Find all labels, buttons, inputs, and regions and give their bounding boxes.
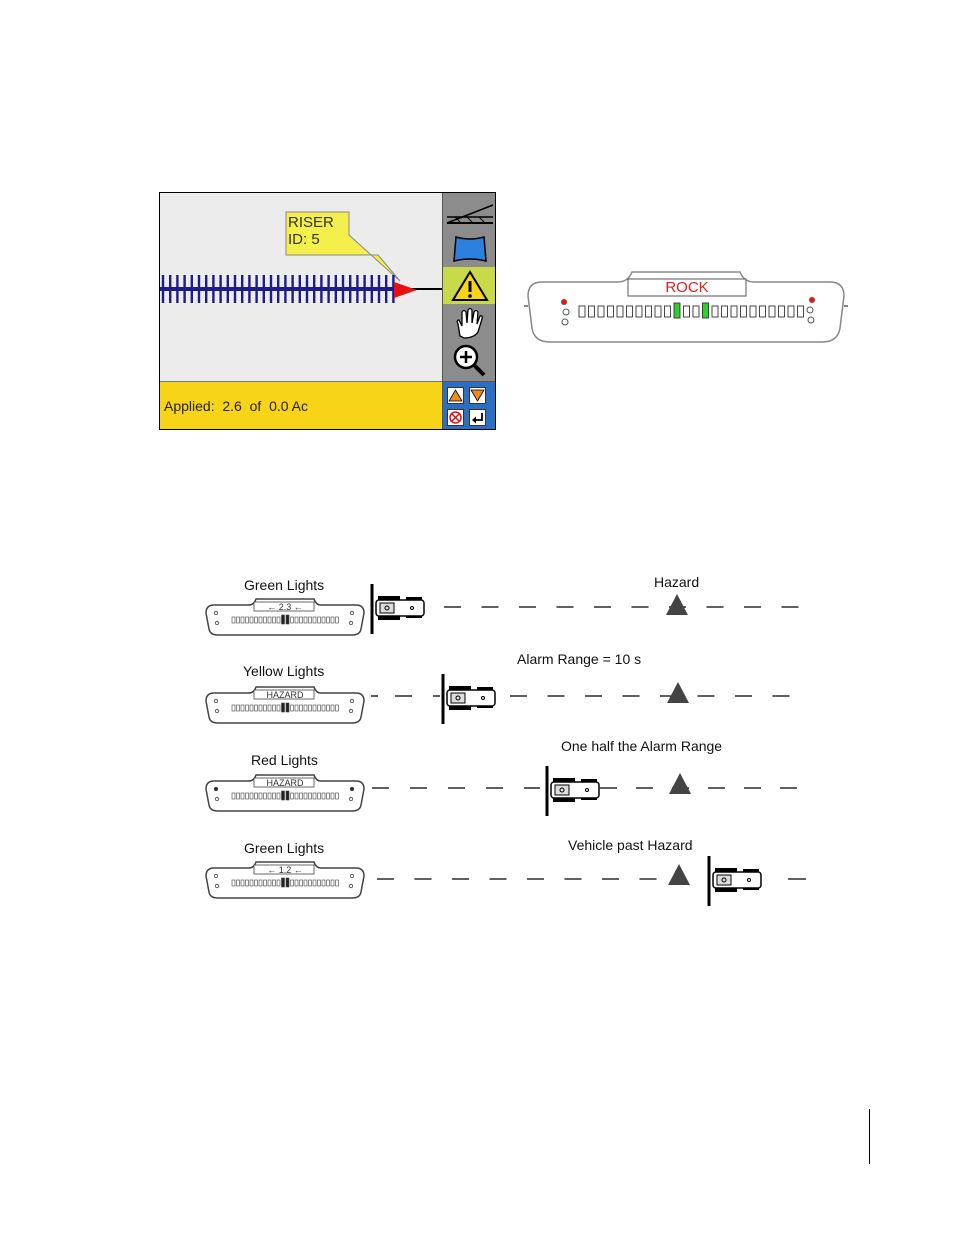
- mini-lightbar: [205, 774, 365, 812]
- coverage-ticks: [160, 275, 395, 303]
- left-indicator-red: [561, 299, 567, 305]
- mini-lightbar: [205, 686, 365, 724]
- vehicle-icon: [370, 584, 425, 634]
- row3-display: HAZARD: [266, 778, 304, 788]
- field-boundary-icon: [452, 235, 487, 262]
- zoom-in-icon: [453, 344, 485, 376]
- row2-light-label: Yellow Lights: [243, 663, 325, 679]
- hazard-button[interactable]: [443, 267, 495, 304]
- hazard-triangle-icon: [669, 773, 691, 794]
- up-arrow-icon: [448, 389, 463, 402]
- lightbar-message: ROCK: [665, 279, 709, 296]
- lightbar-housing: [524, 271, 848, 343]
- applied-area-readout: Applied: 2.6 of 0.0 Ac: [164, 398, 308, 414]
- field-computer-screen: RISER ID: 5 Applied: 2.6 of 0.0 Ac: [159, 192, 496, 430]
- hazard-warning-icon: [450, 269, 489, 301]
- row1-light-label: Green Lights: [244, 577, 325, 593]
- cancel-button[interactable]: [447, 409, 464, 426]
- coverage-map: [160, 211, 442, 303]
- lightbar-display: [524, 268, 849, 350]
- vehicle-icon: [441, 674, 496, 724]
- up-button[interactable]: [447, 387, 464, 404]
- hazard-triangle-icon: [667, 682, 689, 703]
- boom-icon: [446, 203, 493, 224]
- enter-button[interactable]: [469, 409, 486, 426]
- hazard-callout-label: RISER ID: 5: [288, 214, 334, 248]
- row3-annotation: One half the Alarm Range: [561, 738, 723, 754]
- map-view[interactable]: RISER ID: 5: [160, 193, 442, 381]
- vehicle-icon: [707, 856, 762, 906]
- vehicle-icon: [545, 766, 600, 816]
- status-bar: Applied: 2.6 of 0.0 Ac: [160, 381, 442, 429]
- row3-light-label: Red Lights: [251, 752, 318, 768]
- lightbar-leds: [578, 302, 804, 319]
- row4-annotation: Vehicle past Hazard: [568, 837, 693, 853]
- navigation-buttons: [442, 381, 495, 429]
- lightbar-message-box: [627, 278, 747, 297]
- row1-annotation: Hazard: [654, 574, 700, 590]
- zoom-in-button[interactable]: [443, 341, 495, 378]
- down-button[interactable]: [469, 387, 486, 404]
- row2-display: HAZARD: [266, 690, 304, 700]
- hazard-triangle-icon: [668, 864, 690, 885]
- hand-icon: [456, 307, 483, 339]
- hazard-triangle-icon: [666, 594, 688, 615]
- right-indicator-red: [809, 297, 815, 303]
- vehicle-marker-icon: [394, 282, 417, 298]
- page-margin-rule: [869, 1109, 870, 1164]
- field-boundary-button[interactable]: [443, 230, 495, 267]
- enter-icon: [472, 413, 483, 424]
- cancel-icon: [449, 411, 462, 424]
- boom-button[interactable]: [443, 193, 495, 230]
- mini-lightbar: [205, 598, 365, 636]
- row4-display: ← 1.2 ←: [267, 865, 303, 875]
- row4-light-label: Green Lights: [244, 840, 325, 856]
- manual-button[interactable]: [443, 304, 495, 341]
- side-toolbar: [442, 193, 495, 381]
- down-arrow-icon: [470, 389, 485, 402]
- hazard-callout-bubble: [285, 211, 401, 282]
- row1-display: ← 2.3 ←: [267, 602, 303, 612]
- mini-lightbar: [205, 861, 365, 899]
- row2-annotation: Alarm Range = 10 s: [517, 651, 642, 667]
